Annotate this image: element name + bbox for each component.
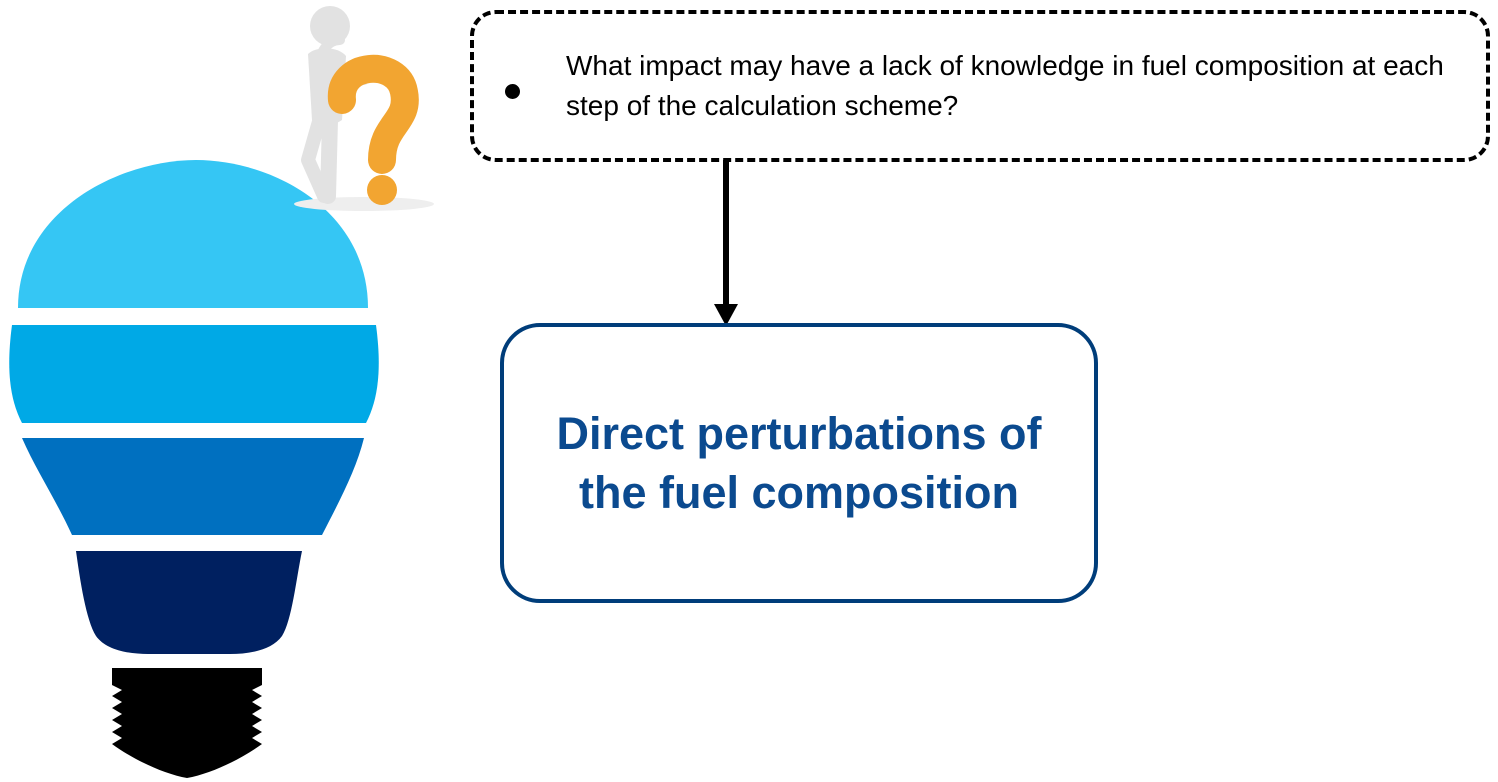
bulb-bottom-band — [76, 551, 302, 654]
down-arrow — [714, 160, 738, 326]
result-text: Direct perturbations of the fuel composi… — [556, 408, 1042, 518]
bullet-point — [505, 84, 520, 99]
bulb-top-band — [18, 160, 368, 308]
question-box — [470, 10, 1490, 162]
question-text: What impact may have a lack of knowledge… — [566, 50, 1444, 121]
result-box: Direct perturbations of the fuel composi… — [500, 323, 1098, 603]
bulb-screw-base — [112, 668, 262, 778]
lightbulb-icon — [9, 160, 379, 778]
question-mark — [327, 55, 419, 205]
thinking-person-question-mark-icon — [294, 6, 434, 211]
bulb-upper-middle-band — [9, 325, 379, 423]
bulb-lower-middle-band — [22, 438, 364, 535]
